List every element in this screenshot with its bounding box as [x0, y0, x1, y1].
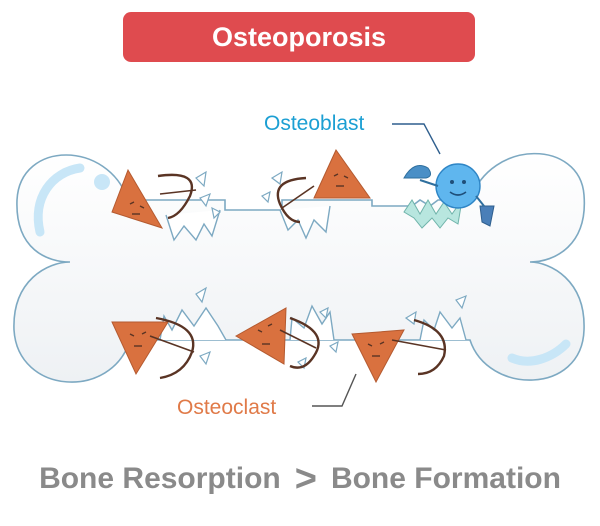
osteoclast-leader-line [312, 373, 357, 407]
caption-right: Bone Formation [330, 462, 561, 495]
title-banner: Osteoporosis [123, 12, 475, 62]
greater-than-sign: > [294, 458, 317, 500]
caption: Bone Resorption > Bone Formation [0, 454, 600, 504]
osteoblast-leader-line [392, 123, 441, 155]
bone-highlight-left [33, 163, 85, 237]
osteoclast-bottom-left [111, 316, 195, 380]
osteoclast-top-center [276, 149, 371, 224]
resorption-pit-bottom-3 [419, 310, 467, 341]
page-title: Osteoporosis [211, 21, 387, 52]
osteoclast-bottom-right [351, 318, 447, 384]
resorption-pit-top-2 [279, 205, 331, 240]
resorption-pit-top-1 [165, 209, 221, 242]
hat-icon [403, 165, 432, 179]
osteoclast-bottom-center [234, 307, 320, 369]
bone-highlight-right [507, 339, 571, 366]
osteoclast-label: Osteoclast [177, 396, 277, 419]
osteoblast-cell [403, 163, 495, 227]
resorption-pit-bottom-1 [159, 306, 227, 341]
osteoblast-label: Osteoblast [264, 112, 365, 135]
bone-fragments [195, 170, 467, 370]
bone-highlight-dot [94, 174, 110, 190]
trowel-icon [479, 205, 495, 227]
caption-left: Bone Resorption [39, 462, 281, 495]
osteoclast-top-left [111, 168, 197, 229]
